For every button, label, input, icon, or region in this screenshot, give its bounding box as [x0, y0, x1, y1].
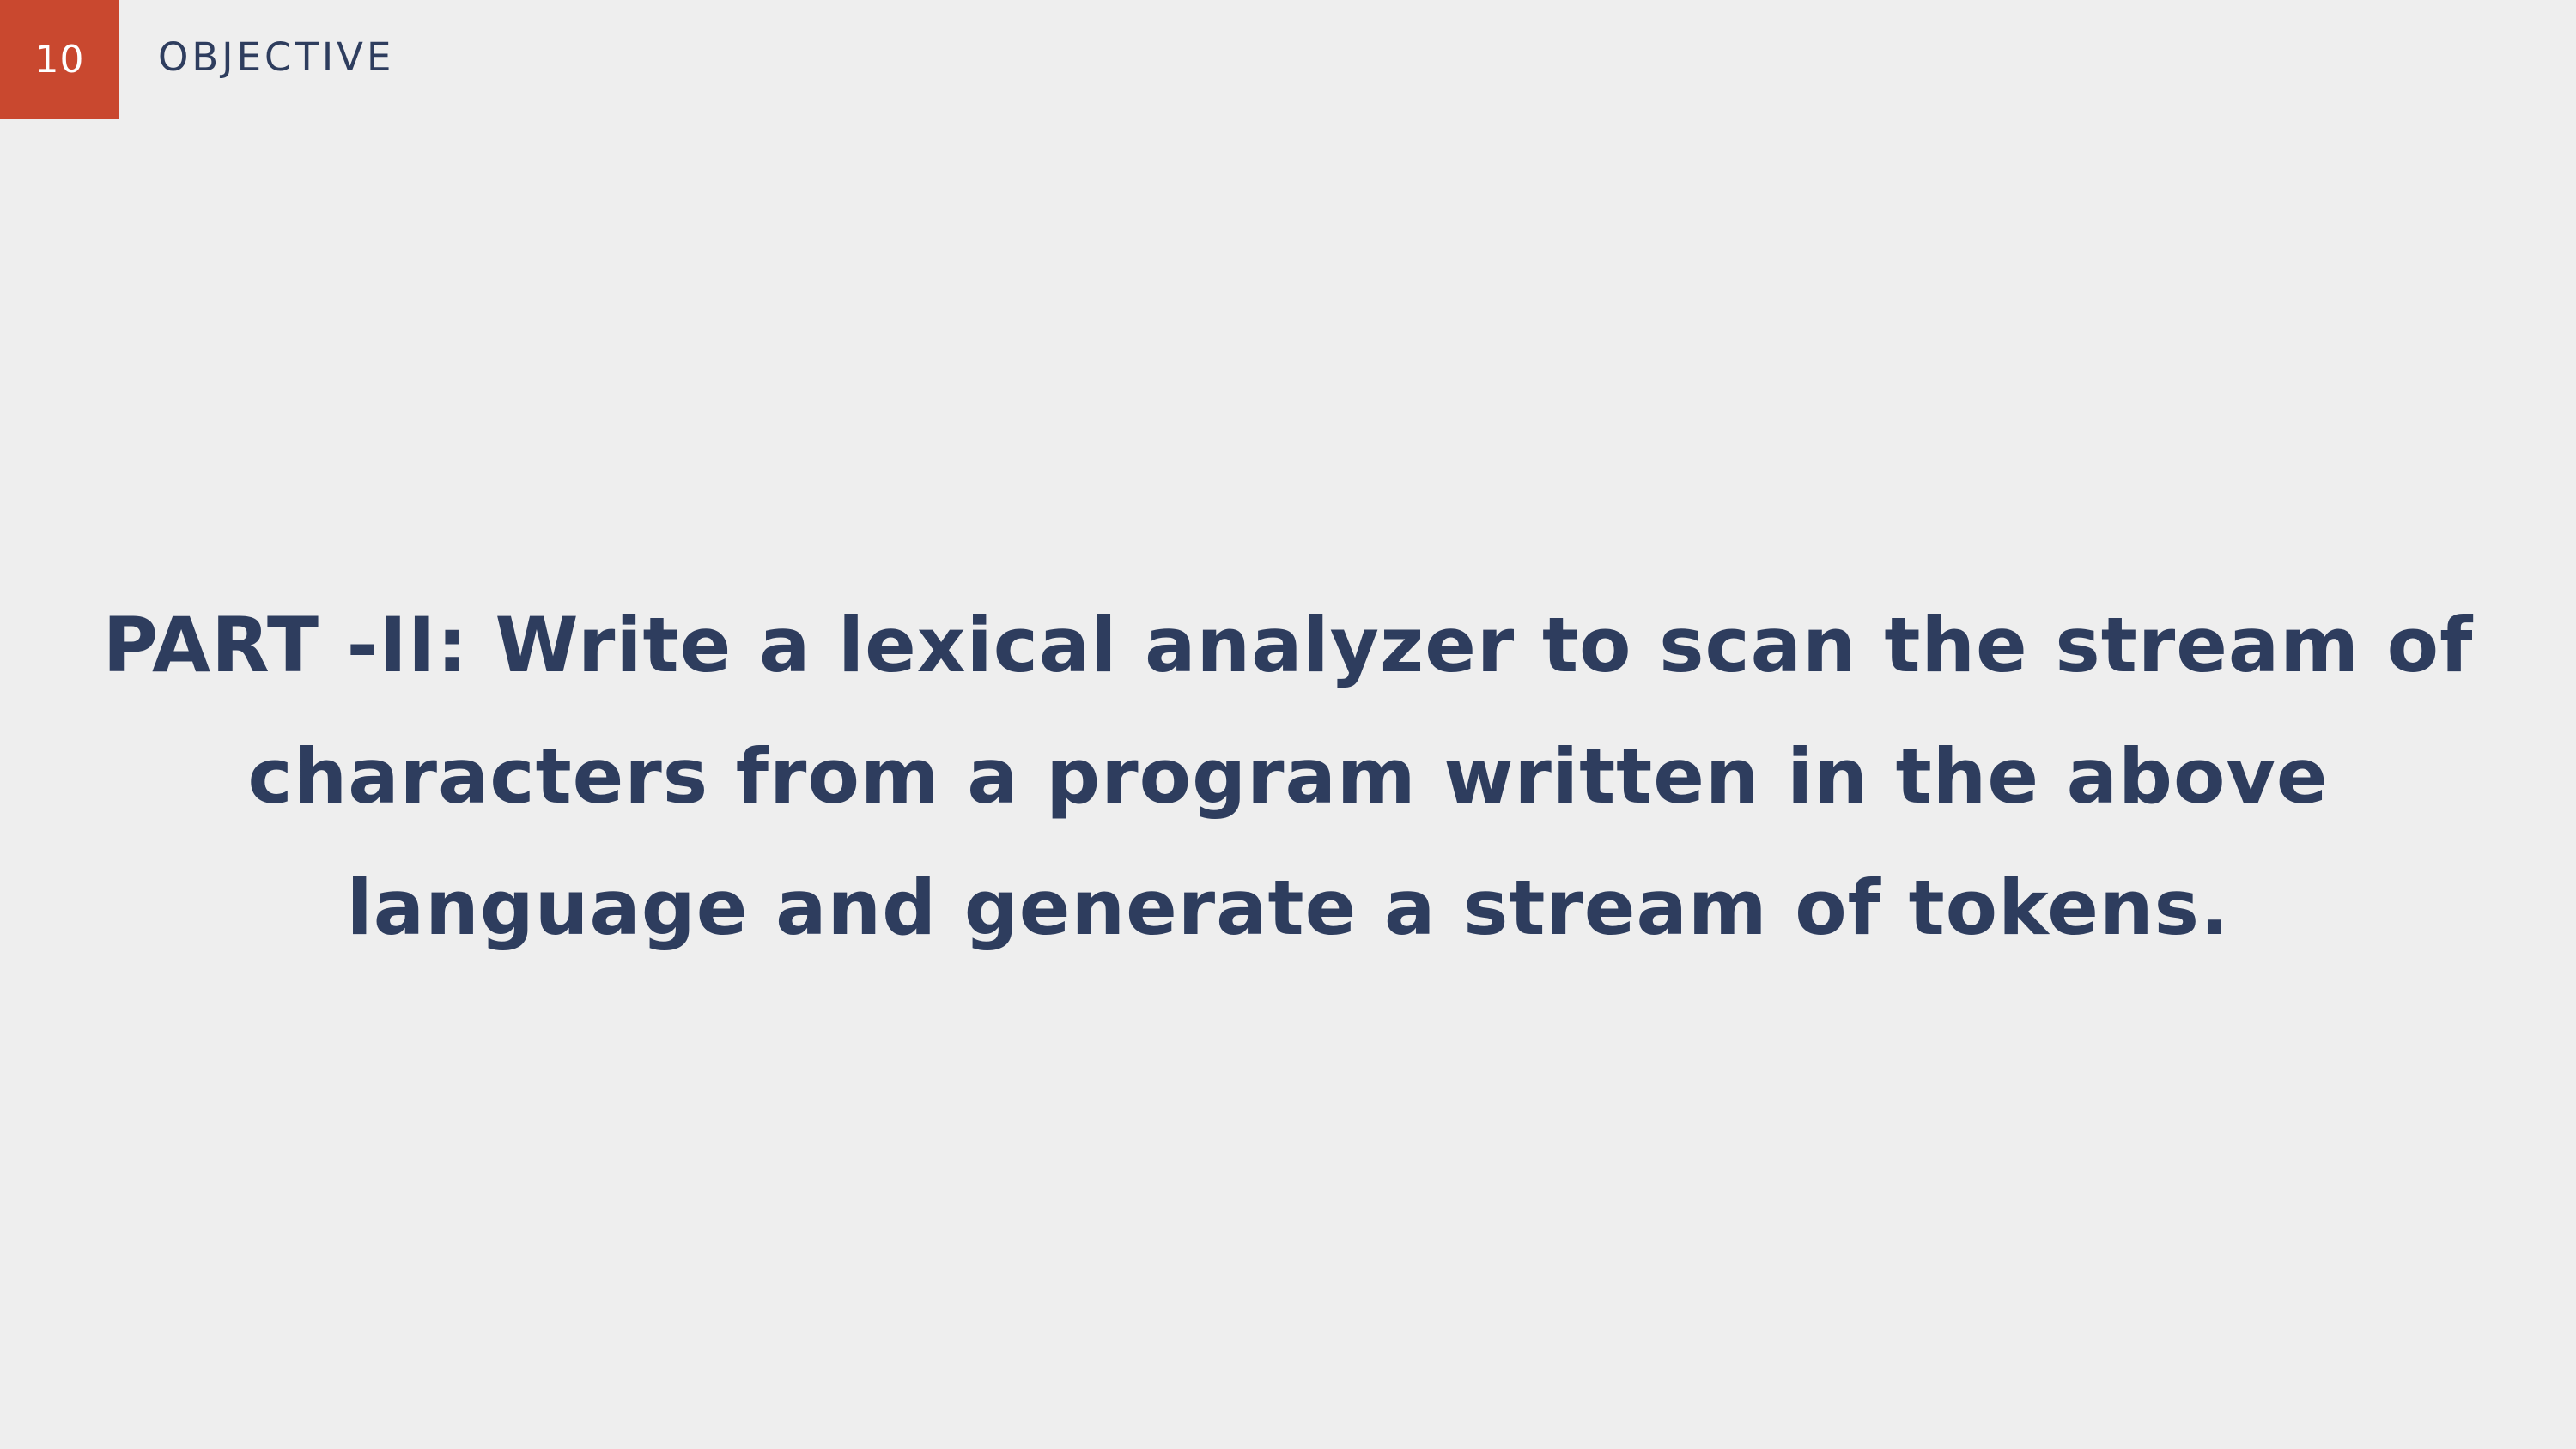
slide-number-badge: 10 — [0, 0, 119, 119]
slide-number: 10 — [34, 37, 85, 82]
section-title: OBJECTIVE — [158, 34, 395, 80]
objective-text: PART -II: Write a lexical analyzer to sc… — [102, 601, 2474, 952]
